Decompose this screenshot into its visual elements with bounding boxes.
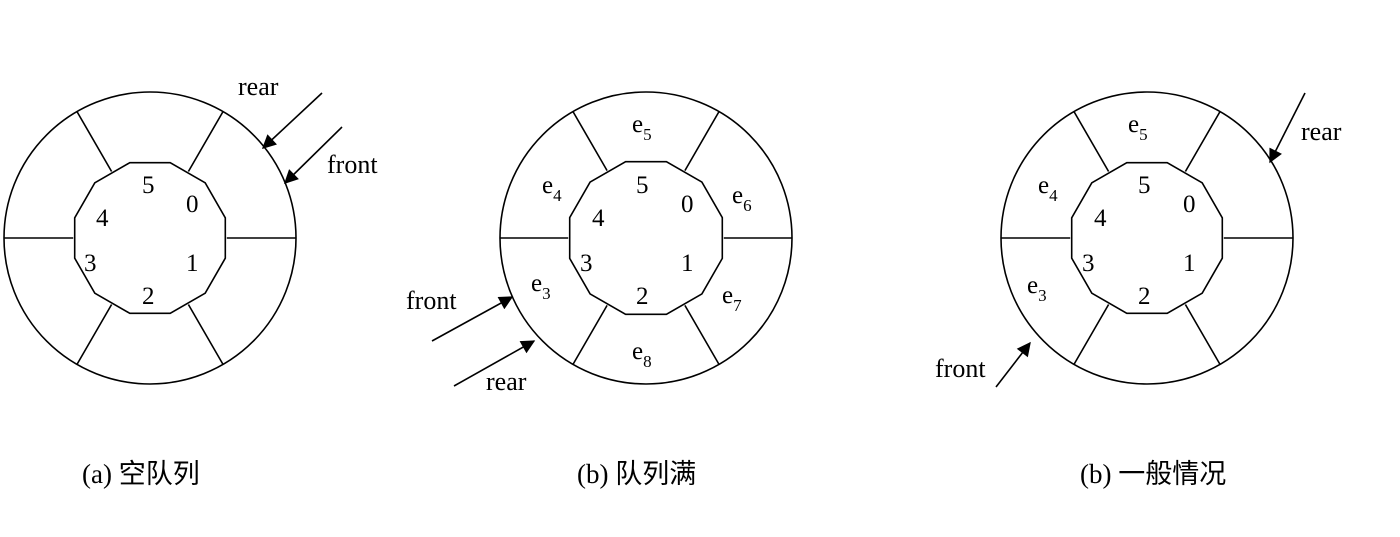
rear-pointer: rear xyxy=(453,340,536,396)
slot-index-1: 1 xyxy=(1183,250,1196,277)
slot-index-2: 2 xyxy=(1138,283,1151,310)
slot-divider-4 xyxy=(572,111,608,172)
slot-divider-1 xyxy=(187,304,224,365)
slot-divider-5 xyxy=(684,111,720,172)
caption-full: (b) 队列满 xyxy=(577,459,696,489)
element-slot-3: e3 xyxy=(531,270,551,303)
inner-polygon xyxy=(73,161,227,315)
slot-index-1: 1 xyxy=(186,250,199,277)
slot-divider-5 xyxy=(187,111,224,172)
slot-index-5: 5 xyxy=(142,172,155,199)
element-slot-1: e7 xyxy=(722,282,742,315)
slot-index-2: 2 xyxy=(142,283,155,310)
slot-index-3: 3 xyxy=(580,250,593,277)
slot-divider-2 xyxy=(572,304,608,365)
slot-divider-1 xyxy=(1184,304,1221,365)
diagram-empty-queue: 0 1 2 3 4 5 rear front (a) 空队列 xyxy=(3,72,378,489)
slot-index-0: 0 xyxy=(681,191,694,218)
slot-index-1: 1 xyxy=(681,250,694,277)
slot-index-4: 4 xyxy=(592,205,605,232)
slot-divider-5 xyxy=(1184,111,1221,172)
slot-index-3: 3 xyxy=(84,250,97,277)
rear-pointer-label: rear xyxy=(238,72,279,101)
element-slot-0: e6 xyxy=(732,182,752,215)
front-pointer: front xyxy=(284,126,378,184)
inner-polygon xyxy=(1070,161,1224,315)
front-pointer: front xyxy=(406,286,514,342)
front-pointer-label: front xyxy=(935,354,986,383)
rear-pointer: rear xyxy=(1269,92,1342,164)
element-slot-5: e5 xyxy=(632,111,652,144)
diagram-general-case: 0 1 2 3 4 5 e3 e4 e5 rear front (b) 一般情况 xyxy=(935,91,1342,489)
caption-general: (b) 一般情况 xyxy=(1080,459,1226,489)
front-pointer-label: front xyxy=(406,286,457,315)
slot-divider-2 xyxy=(76,304,113,365)
element-slot-5: e5 xyxy=(1128,111,1148,144)
slot-index-0: 0 xyxy=(186,191,199,218)
slot-index-5: 5 xyxy=(636,172,649,199)
diagram-full-queue: 0 1 2 3 4 5 e6 e7 e8 e3 e4 e5 front rear… xyxy=(406,91,793,489)
ring-full xyxy=(499,91,793,385)
front-pointer: front xyxy=(935,341,1031,388)
rear-pointer-label: rear xyxy=(1301,117,1342,146)
ring-empty xyxy=(3,91,297,385)
slot-index-4: 4 xyxy=(1094,205,1107,232)
inner-polygon xyxy=(568,160,724,316)
slot-divider-4 xyxy=(76,111,113,172)
element-slot-4: e4 xyxy=(1038,172,1058,205)
slot-index-4: 4 xyxy=(96,205,109,232)
ring-general xyxy=(1000,91,1294,385)
rear-pointer-label: rear xyxy=(486,367,527,396)
caption-empty: (a) 空队列 xyxy=(82,459,200,489)
slot-index-5: 5 xyxy=(1138,172,1151,199)
element-slot-4: e4 xyxy=(542,172,562,205)
slot-divider-1 xyxy=(684,304,720,365)
element-slot-3: e3 xyxy=(1027,272,1047,305)
element-slot-2: e8 xyxy=(632,338,652,371)
slot-index-2: 2 xyxy=(636,283,649,310)
slot-divider-2 xyxy=(1073,304,1110,365)
slot-index-3: 3 xyxy=(1082,250,1095,277)
slot-index-0: 0 xyxy=(1183,191,1196,218)
front-pointer-label: front xyxy=(327,150,378,179)
slot-divider-4 xyxy=(1073,111,1110,172)
rear-pointer: rear xyxy=(238,72,323,149)
